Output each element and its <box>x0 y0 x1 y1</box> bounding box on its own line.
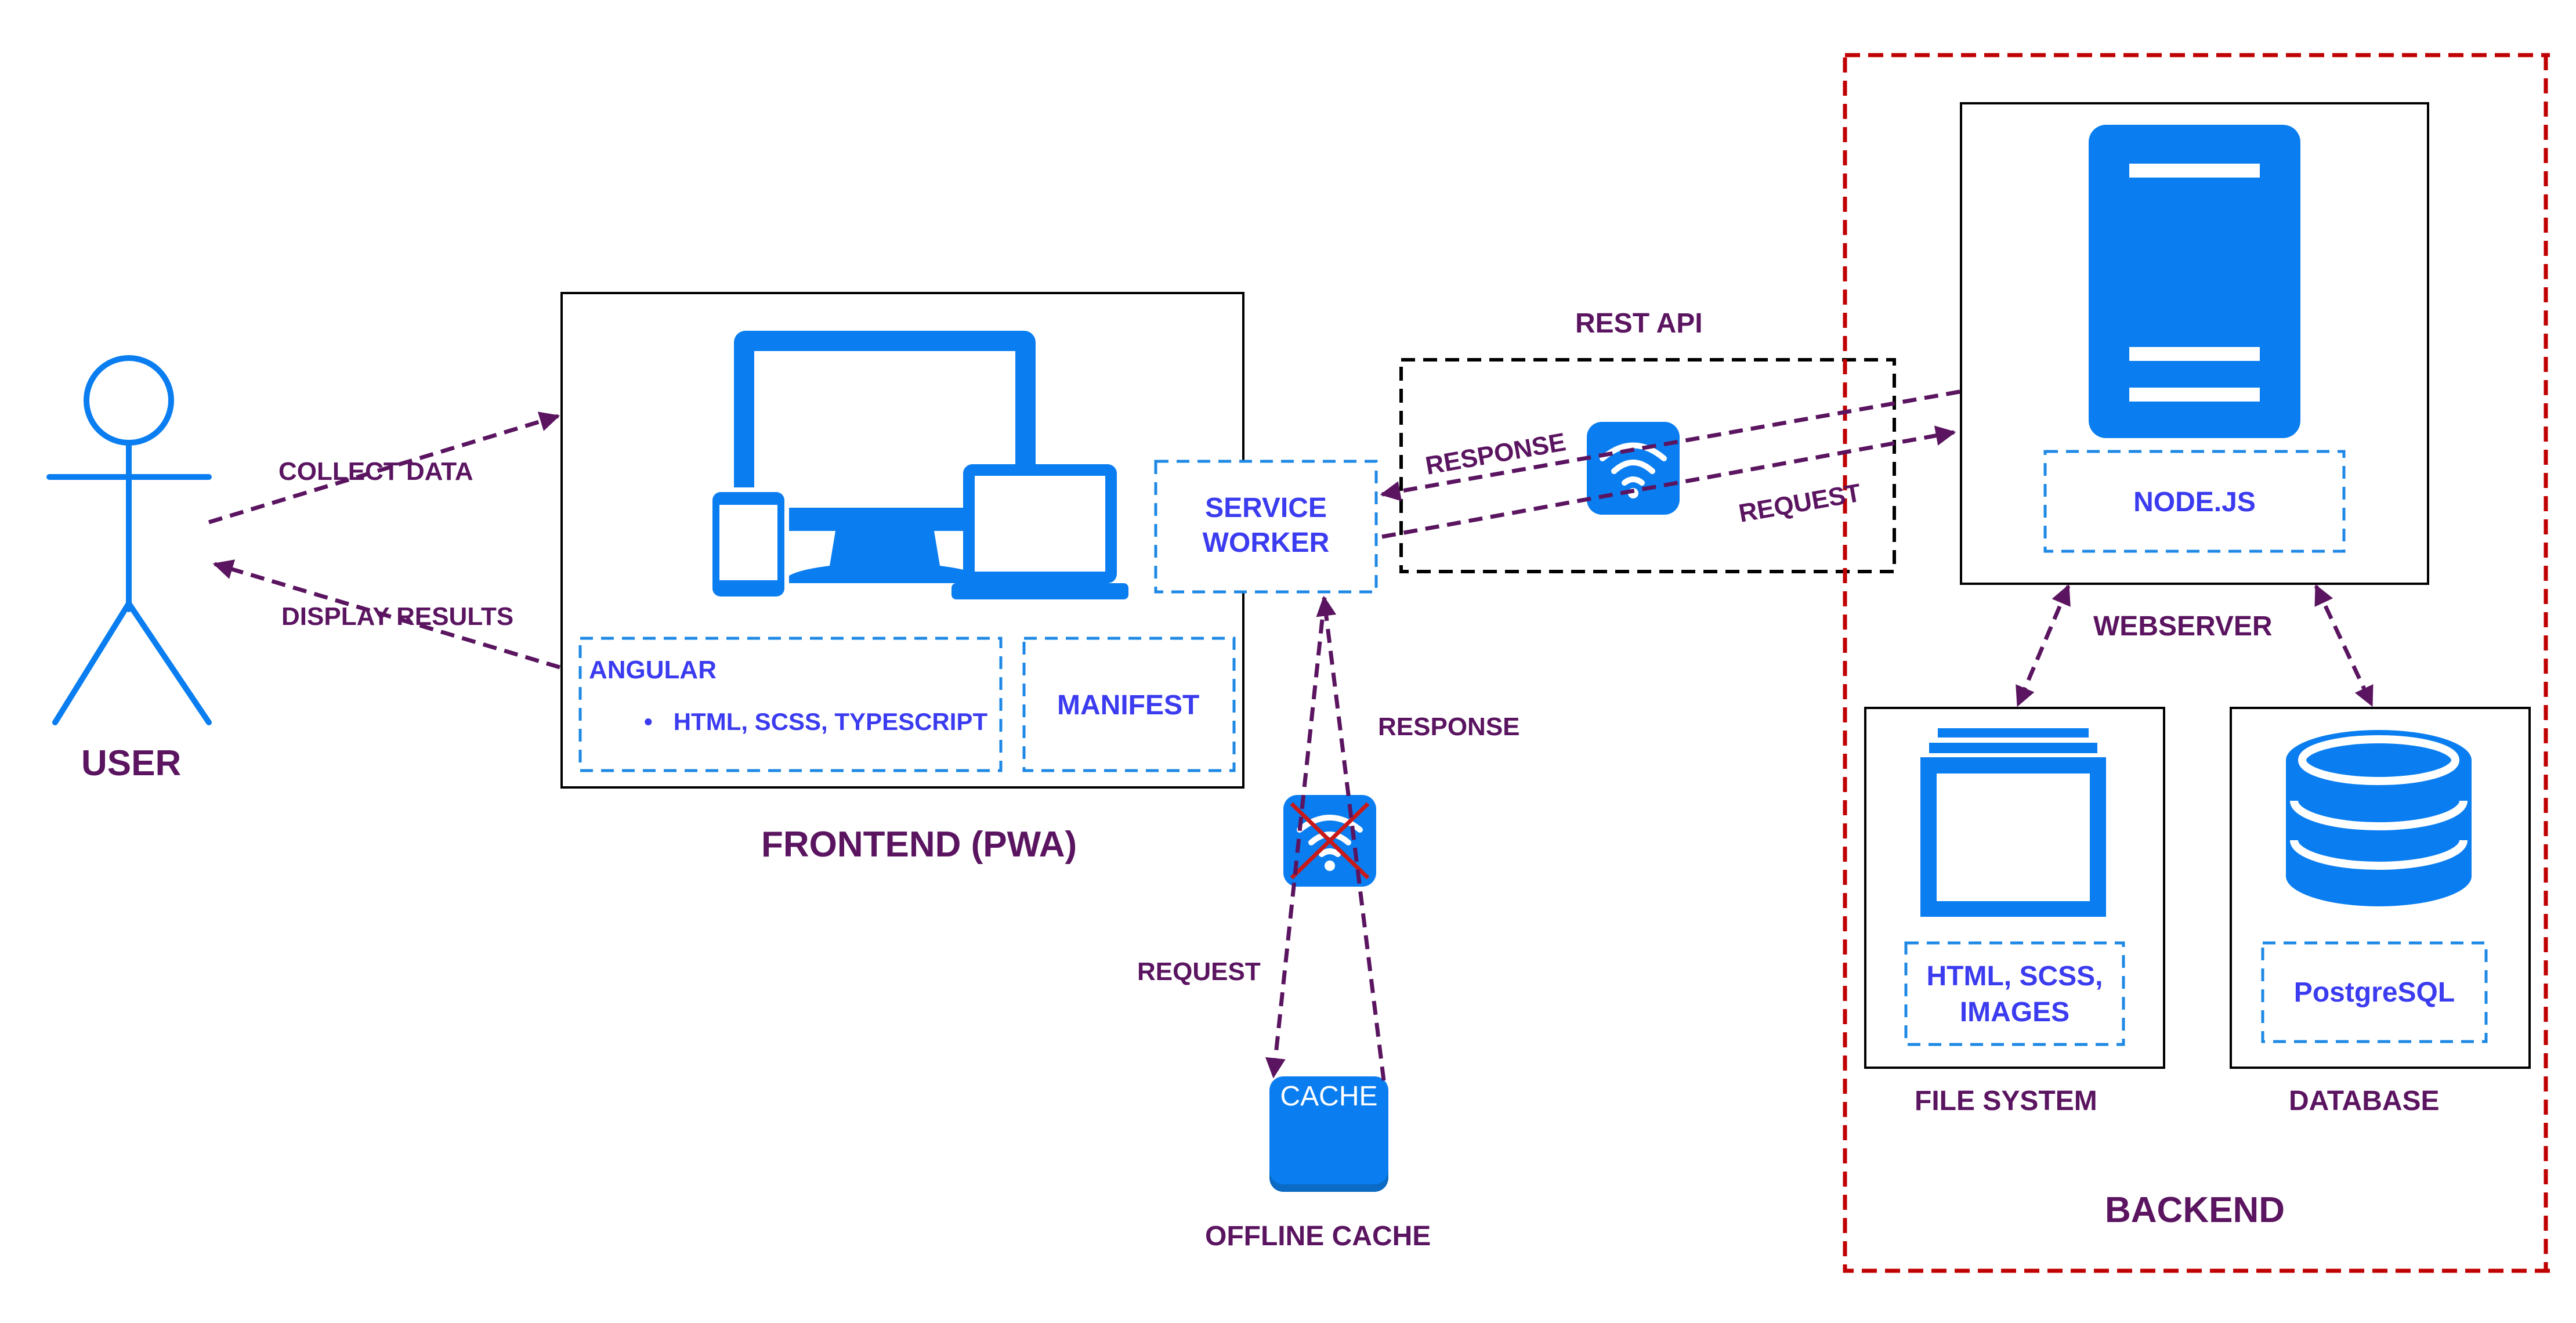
cache-icon-text: CACHE <box>1280 1081 1378 1112</box>
cache-icon <box>1269 1076 1388 1192</box>
rest-api-label: REST API <box>1575 308 1703 339</box>
angular-bullet: •HTML, SCSS, TYPESCRIPT <box>644 708 988 735</box>
display-results-label: DISPLAY RESULTS <box>281 602 514 631</box>
request-to-server-arrow <box>1381 425 1956 539</box>
display-results-arrow <box>212 559 561 670</box>
db-engine-box <box>2261 941 2488 1043</box>
file-contents-box <box>1904 941 2125 1046</box>
service-worker-line1: SERVICE <box>1205 493 1327 523</box>
response-side-label: RESPONSE <box>1378 713 1520 741</box>
file-stack-icon <box>1920 728 2106 917</box>
request-side-label: REQUEST <box>1137 957 1261 986</box>
file-system-label: FILE SYSTEM <box>1915 1086 2097 1116</box>
nodejs-label: NODE.JS <box>2133 487 2256 518</box>
collect-data-arrow <box>208 411 560 525</box>
angular-bullet-text: HTML, SCSS, TYPESCRIPT <box>673 708 988 735</box>
file-contents-line2: IMAGES <box>1959 997 2070 1028</box>
nodejs-box <box>2043 450 2346 553</box>
user-icon <box>46 355 212 725</box>
request-to-cache-arrow <box>1265 597 1327 1079</box>
database-icon <box>2286 730 2472 906</box>
angular-box <box>578 637 1003 772</box>
frontend-title: FRONTEND (PWA) <box>761 825 1077 865</box>
manifest-label: MANIFEST <box>1057 690 1200 721</box>
backend-title: BACKEND <box>2105 1190 2285 1230</box>
manifest-box <box>1022 637 1236 772</box>
offline-cache-label: OFFLINE CACHE <box>1205 1221 1431 1252</box>
server-icon <box>2089 125 2300 438</box>
service-worker-line2: WORKER <box>1202 527 1330 558</box>
response-to-worker-arrow <box>1380 389 1960 501</box>
server-db-arrow <box>2314 584 2374 707</box>
rest-api-box <box>1399 358 1896 573</box>
angular-label: ANGULAR <box>589 656 717 684</box>
devices-icon <box>708 331 1128 601</box>
backend-container <box>1843 53 2576 1273</box>
collect-data-label: COLLECT DATA <box>278 457 473 486</box>
response-from-cache-arrow <box>1316 595 1386 1081</box>
db-engine-label: PostgreSQL <box>2293 977 2455 1008</box>
request-top-label: REQUEST <box>1736 479 1863 528</box>
file-contents-label: HTML, SCSS, IMAGES <box>1906 959 2123 1031</box>
server-files-arrow <box>2016 584 2071 707</box>
wifi-icon <box>1587 422 1680 515</box>
database-label: DATABASE <box>2289 1086 2440 1116</box>
service-worker-label: SERVICE WORKER <box>1156 491 1376 561</box>
offline-wifi-icon <box>1283 795 1376 887</box>
file-contents-line1: HTML, SCSS, <box>1926 961 2103 992</box>
user-label: USER <box>81 743 182 783</box>
webserver-label: WEBSERVER <box>2093 611 2273 642</box>
service-worker-box <box>1154 460 1378 594</box>
